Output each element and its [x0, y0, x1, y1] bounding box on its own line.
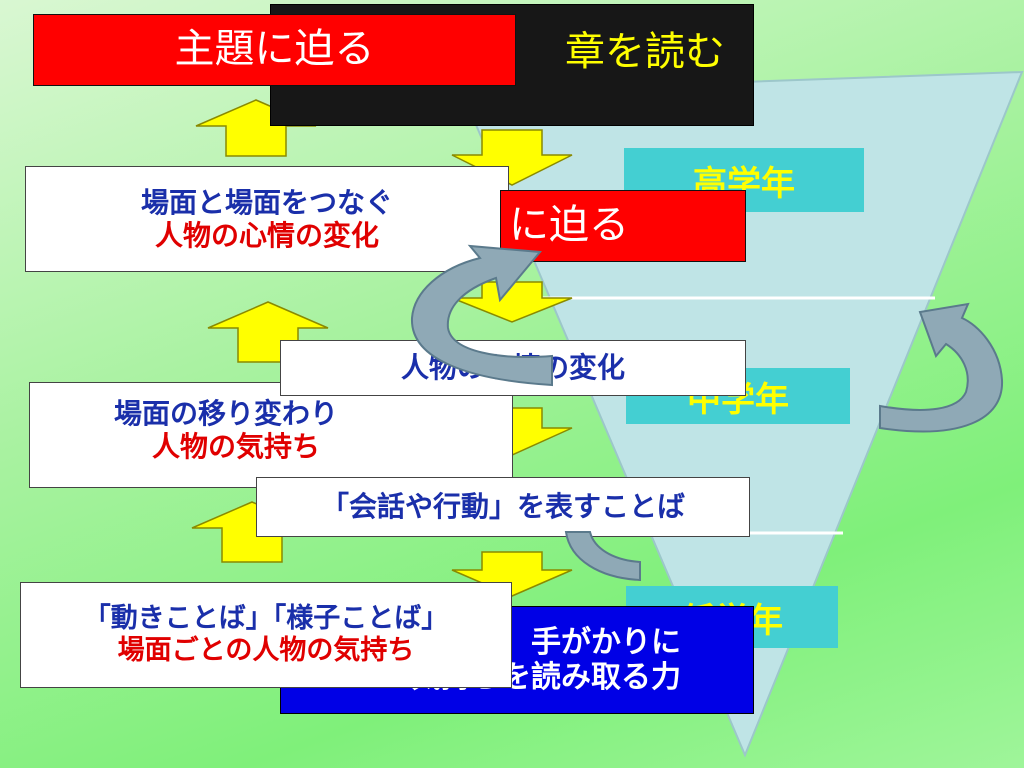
read-text-label: 章を読む: [565, 29, 725, 75]
middle-grade-line1: 場面の移り変わり: [114, 397, 339, 430]
approach-theme-box-top: 主題に迫る: [33, 14, 516, 86]
down-arrow-1: [451, 129, 573, 186]
approach-theme-label: 主題に迫る: [174, 26, 375, 73]
down-arrow-2: [451, 281, 573, 323]
curved-arrow-bottom-icon: [564, 531, 641, 582]
curved-arrow-left-icon: [410, 244, 553, 387]
low-grade-line1: 「動きことば」「様子ことば」: [83, 603, 449, 635]
reading-ability-line1: 手がかりに: [531, 624, 681, 660]
high-grade-line2: 人物の心情の変化: [154, 219, 379, 252]
low-grade-box: 「動きことば」「様子ことば」 場面ごとの人物の気持ち: [20, 582, 512, 688]
approach-box-mid-label: に迫る: [509, 202, 629, 249]
low-overlay-box: 「会話や行動」を表すことば: [256, 477, 750, 537]
low-overlay-label: 「会話や行動」を表すことば: [320, 490, 685, 524]
approach-box-mid: に迫る: [500, 190, 746, 262]
down-arrow-4: [451, 551, 573, 597]
middle-grade-box: 場面の移り変わり 人物の気持ち: [29, 382, 513, 488]
curved-arrow-right-icon: [879, 302, 1004, 433]
high-grade-line1: 場面と場面をつなぐ: [140, 185, 393, 219]
middle-grade-line2: 人物の気持ち: [152, 430, 321, 464]
high-grade-box: 場面と場面をつなぐ 人物の心情の変化: [25, 166, 509, 272]
low-grade-line2: 場面ごとの人物の気持ち: [117, 635, 415, 666]
